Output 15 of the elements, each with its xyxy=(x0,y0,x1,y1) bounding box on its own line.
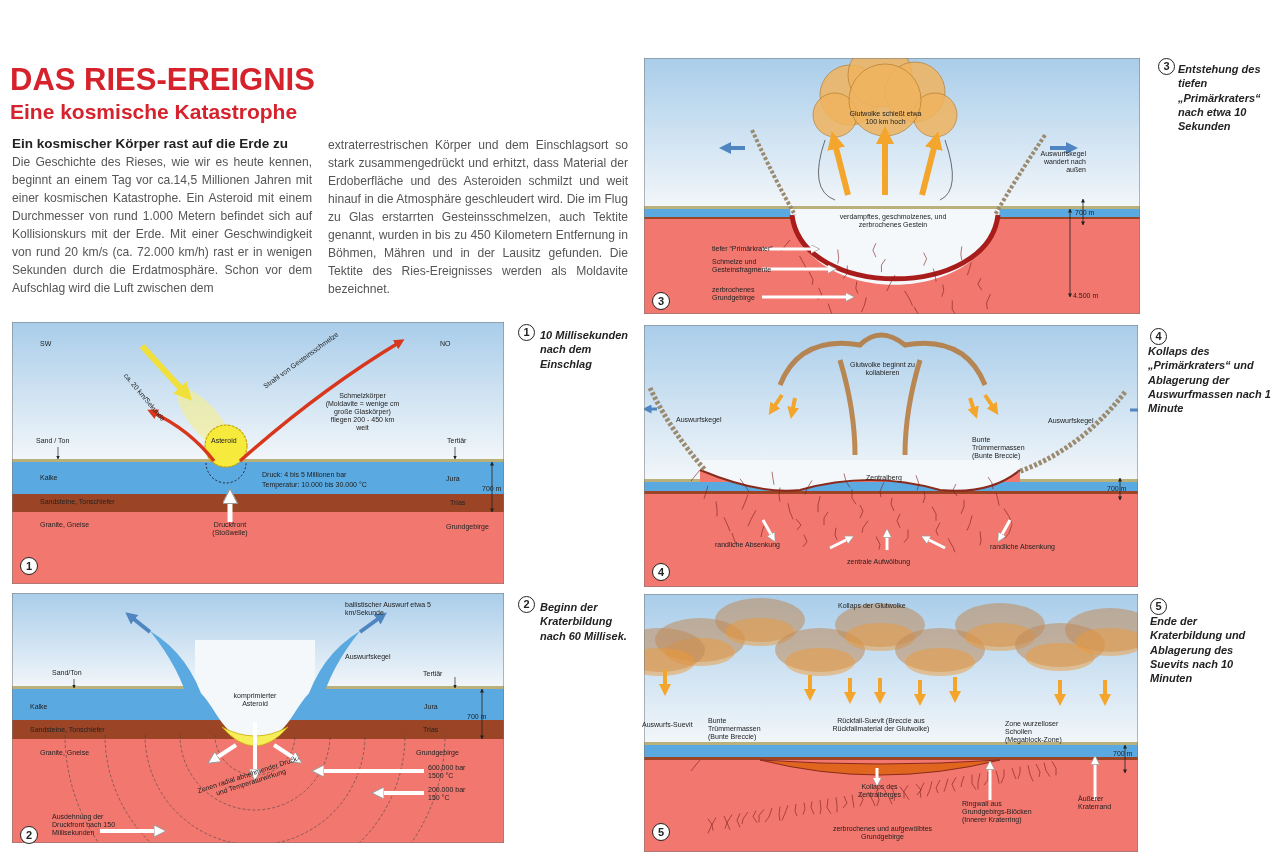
body-text: extraterrestrischen Körper und dem Einschlagsort so stark zusammengedrückt und erhitzt, dass Material der Erdoberfläche und des Asteroiden schmilzt und weit hinauf in die Atmosphäre geschleudert wird. Die im Flug zu Glas erstarrten Gesteinsschmelzen, auch Tektite genannt, wurden in bis zu 450 Kilometern Entfernung in Böhmen, Mähren und in der Lausitz gefunden. Die Tektite des Ries-Ereignisses werden als Moldavite bezeichnet. xyxy=(328,137,628,298)
caption-number: 3 xyxy=(1158,58,1175,75)
panel-caption: 10 Millisekunden nach dem Einschlag xyxy=(540,328,630,371)
panel-caption: Ende der Kraterbildung und Ablagerung des Suevits nach 10 Minuten xyxy=(1150,614,1247,686)
panel-caption: Beginn der Kraterbildung nach 60 Millisek. xyxy=(540,600,628,643)
panel-caption: Kollaps des „Primärkraters“ und Ablagerung der Auswurfmassen nach 1 Minute xyxy=(1148,344,1272,416)
title: DAS RIES-EREIGNIS xyxy=(10,62,315,98)
section-heading: Ein kosmischer Körper rast auf die Erde zu xyxy=(12,136,289,152)
body-text: Die Geschichte des Rieses, wie wir es heute kennen, beginnt an einem Tag vor ca.14,5 Millionen Jahren mit einer kosmischen Katastrophe. Ein Asteroid mit einem Durchmesser von rund 1.000 Metern befindet sich auf Kollisionskurs mit der Erde. Mit einer Geschwindigkeit von rund 20 km/s (ca. 72.000 km/h) rast er in wenigen Sekunden durch die Erdatmosphäre. Schon vor dem Aufschlag wird die Luft zwischen dem xyxy=(12,154,312,297)
panel-caption: Entstehung des tiefen „Primärkraters“ nach etwa 10 Sekunden xyxy=(1178,62,1262,134)
subtitle: Eine kosmische Katastrophe xyxy=(10,100,298,125)
caption-number: 2 xyxy=(518,596,535,613)
caption-number: 4 xyxy=(1150,328,1167,345)
caption-number: 5 xyxy=(1150,598,1167,615)
caption-number: 1 xyxy=(518,324,535,341)
